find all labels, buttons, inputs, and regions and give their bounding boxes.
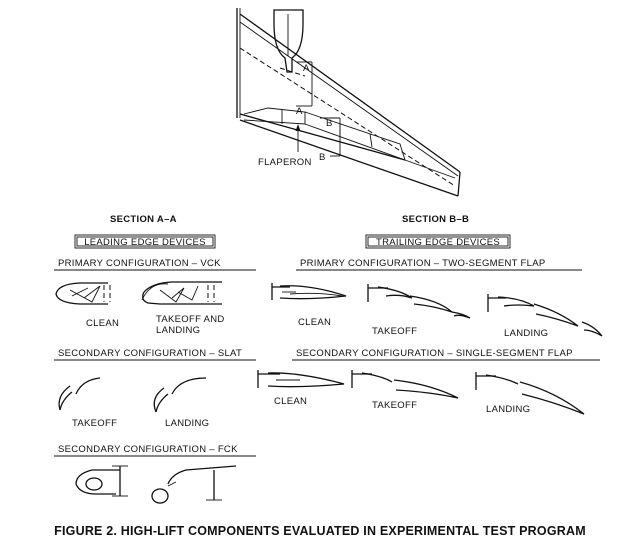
slat-landing-label: LANDING	[165, 418, 209, 429]
section-a-title: SECTION A–A	[110, 214, 177, 225]
two-seg-clean-label: CLEAN	[298, 317, 331, 328]
vck-clean-label: CLEAN	[86, 318, 119, 329]
flaperon-label: FLAPERON	[258, 157, 312, 168]
vck-clean-airfoil	[55, 282, 111, 305]
slat-heading: SECONDARY CONFIGURATION – SLAT	[58, 348, 242, 359]
single-seg-clean-airfoil	[257, 370, 345, 388]
two-seg-clean-airfoil	[271, 283, 347, 300]
single-seg-clean-label: CLEAN	[274, 396, 307, 407]
single-seg-takeoff-label: TAKEOFF	[372, 400, 417, 411]
two-segment-heading: PRIMARY CONFIGURATION – TWO-SEGMENT FLAP	[300, 258, 545, 269]
section-b-marker-bottom: B	[319, 152, 326, 163]
single-seg-landing-label: LANDING	[486, 404, 530, 415]
two-seg-takeoff-airfoil	[367, 284, 471, 319]
fck-extended-airfoil	[151, 465, 237, 504]
vck-takeoff-label: TAKEOFF AND	[156, 314, 225, 325]
section-b-title: SECTION B–B	[402, 214, 469, 225]
slat-takeoff-airfoil	[58, 377, 101, 411]
section-a-marker-bottom: A	[296, 106, 303, 117]
leading-edge-box	[74, 234, 216, 249]
slat-landing-airfoil	[153, 377, 207, 413]
trailing-edge-devices-label: TRAILING EDGE DEVICES	[376, 237, 500, 248]
section-b-marker-top: B	[326, 118, 333, 129]
leading-edge-devices-label: LEADING EDGE DEVICES	[84, 237, 206, 248]
two-seg-landing-label: LANDING	[504, 328, 548, 339]
two-seg-landing-airfoil	[487, 294, 603, 337]
vck-heading: PRIMARY CONFIGURATION – VCK	[58, 258, 221, 269]
vck-landing-label: LANDING	[156, 325, 200, 336]
fck-heading: SECONDARY CONFIGURATION – FCK	[58, 444, 238, 455]
fck-retracted-airfoil	[75, 465, 128, 497]
two-seg-takeoff-label: TAKEOFF	[372, 326, 417, 337]
trailing-edge-box	[365, 234, 511, 249]
single-seg-takeoff-airfoil	[351, 370, 459, 399]
single-segment-heading: SECONDARY CONFIGURATION – SINGLE-SEGMENT…	[296, 348, 573, 359]
single-seg-landing-airfoil	[475, 372, 585, 415]
figure-caption: FIGURE 2. HIGH-LIFT COMPONENTS EVALUATED…	[54, 524, 586, 538]
wing-planform	[236, 8, 461, 197]
section-a-marker-top: A	[303, 63, 310, 74]
vck-takeoff-landing-airfoil	[141, 281, 222, 305]
slat-takeoff-label: TAKEOFF	[72, 418, 117, 429]
